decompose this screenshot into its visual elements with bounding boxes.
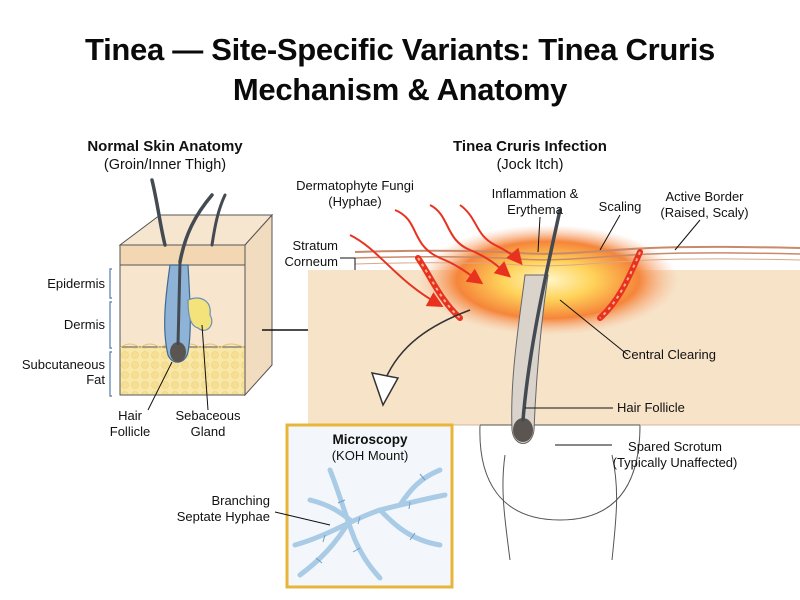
infection-title: Tinea Cruris Infection	[453, 138, 607, 155]
micro-arrow-line	[384, 309, 471, 381]
stratum-corneum-line-1	[354, 245, 800, 255]
thigh-contour-right	[611, 454, 618, 561]
label-subcutaneous-line-2: Fat	[86, 372, 105, 387]
hypha-arrow-2	[394, 209, 484, 285]
label-scaling: Scaling	[598, 199, 642, 214]
skin-side-face	[244, 213, 273, 397]
hypha-arrow-3	[429, 204, 512, 278]
hair-strand-3	[210, 193, 227, 247]
page-title: Tinea — Site-Specific Variants: Tinea Cr…	[0, 30, 800, 110]
microscopy-heading: Microscopy (KOH Mount)	[290, 432, 450, 464]
label-fungi-line-2: (Hyphae)	[328, 194, 382, 209]
label-active-border: Active Border (Raised, Scaly)	[652, 189, 757, 221]
hypha-arrow-4	[459, 204, 523, 266]
microscopy-title: Microscopy	[332, 432, 408, 447]
thigh-contour-left	[502, 454, 511, 561]
label-hair-follicle-left-1: Hair	[118, 408, 142, 423]
label-inflammation-line-2: Erythema	[507, 202, 563, 217]
label-spared-scrotum: Spared Scrotum (Typically Unaffected)	[600, 439, 750, 471]
normal-skin-block	[109, 178, 274, 411]
label-hair-follicle-left: Hair Follicle	[100, 408, 160, 440]
label-stratum-line-2: Corneum	[284, 254, 338, 269]
label-hair-follicle-left-2: Follicle	[109, 424, 151, 439]
active-border-leader	[674, 219, 701, 251]
inflammation-leader	[537, 216, 541, 253]
microscopy-subtitle: (KOH Mount)	[331, 448, 409, 463]
hair-bulb	[170, 342, 186, 362]
stratum-corneum-line-3	[354, 258, 800, 267]
infection-subtitle: (Jock Itch)	[496, 157, 564, 173]
label-stratum-line-1: Stratum	[292, 238, 338, 253]
label-inflammation-line-1: Inflammation &	[491, 186, 579, 201]
central-clearing-leader	[559, 299, 629, 356]
label-subcutaneous-fat: Subcutaneous Fat	[10, 357, 105, 387]
microscopy-panel	[274, 423, 454, 589]
hair-strand-2	[178, 193, 214, 264]
label-branching-hyphae: Branching Septate Hyphae	[165, 493, 270, 525]
right-hair-shaft	[521, 208, 562, 422]
hyphae-septa	[315, 473, 426, 564]
label-active-border-line-2: (Raised, Scaly)	[660, 205, 749, 220]
right-hair-bulb	[513, 418, 533, 442]
label-inflammation: Inflammation & Erythema	[480, 186, 590, 218]
label-central-clearing: Central Clearing	[622, 347, 716, 362]
sebaceous-gland	[187, 297, 213, 331]
label-subcutaneous-line-1: Subcutaneous	[21, 357, 105, 372]
microscopy-hyphae	[292, 467, 448, 581]
label-dermis: Dermis	[63, 317, 105, 332]
label-dermatophyte-fungi: Dermatophyte Fungi (Hyphae)	[290, 178, 420, 210]
hypha-arrow-1	[349, 234, 444, 307]
label-fungi-line-1: Dermatophyte Fungi	[296, 178, 414, 193]
title-line-2: Mechanism & Anatomy	[232, 72, 568, 107]
epidermis-bracket	[109, 268, 112, 299]
label-branching-line-1: Branching	[211, 493, 270, 508]
dermis-bracket	[109, 301, 112, 349]
label-stratum-corneum: Stratum Corneum	[270, 238, 338, 270]
hair-follicle-leader	[147, 361, 173, 411]
title-line-1: Tinea — Site-Specific Variants: Tinea Cr…	[85, 32, 715, 67]
label-sebaceous-gland: Sebaceous Gland	[168, 408, 248, 440]
fat-bracket	[109, 351, 112, 397]
hair-strand-1	[150, 178, 167, 247]
scrotum-region	[479, 424, 641, 521]
sebaceous-leader	[201, 324, 209, 411]
active-border-left	[415, 255, 463, 321]
normal-skin-subtitle: (Groin/Inner Thigh)	[103, 157, 227, 173]
hyphae-leader	[274, 511, 331, 526]
label-hair-follicle-right: Hair Follicle	[617, 400, 685, 415]
micro-arrow-head	[370, 372, 400, 407]
label-active-border-line-1: Active Border	[665, 189, 744, 204]
label-branching-line-2: Septate Hyphae	[176, 509, 270, 524]
label-spared-scrotum-line-1: Spared Scrotum	[628, 439, 722, 454]
active-border-right-scale	[599, 251, 641, 319]
label-epidermis: Epidermis	[47, 276, 105, 291]
stratum-corneum-line-2	[354, 252, 800, 261]
label-sebaceous-line-2: Gland	[190, 424, 226, 439]
normal-skin-heading: Normal Skin Anatomy (Groin/Inner Thigh)	[40, 138, 290, 174]
label-sebaceous-line-1: Sebaceous	[175, 408, 241, 423]
dermis-background	[308, 270, 800, 425]
infection-heading: Tinea Cruris Infection (Jock Itch)	[400, 138, 660, 174]
infection-cross-section	[308, 204, 800, 561]
label-spared-scrotum-line-2: (Typically Unaffected)	[612, 455, 738, 470]
scaling-leader	[599, 214, 621, 251]
follicle-hair-shaft	[176, 261, 182, 346]
normal-skin-title: Normal Skin Anatomy	[87, 138, 243, 155]
